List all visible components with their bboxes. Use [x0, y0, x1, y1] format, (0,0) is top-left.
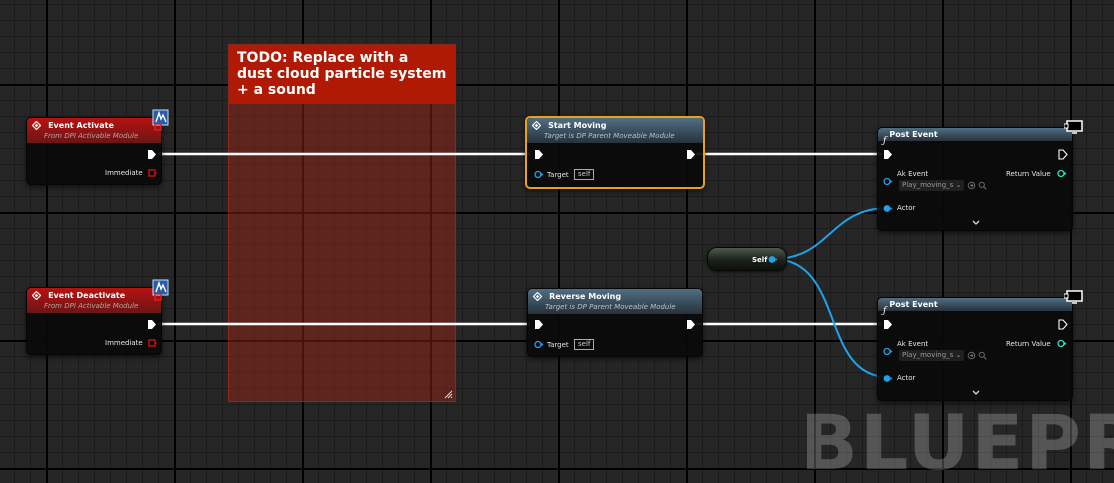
replicated-icon — [152, 279, 169, 301]
ak-event-label: Ak Event — [897, 170, 929, 178]
start-moving-node[interactable]: Start Moving Target is DP Parent Moveabl… — [525, 116, 705, 189]
actor-input-pin[interactable] — [883, 204, 893, 213]
exec-output-pin[interactable] — [1058, 319, 1068, 330]
exec-output-pin[interactable] — [686, 319, 696, 330]
node-subtitle: From DPI Activable Module — [44, 132, 139, 140]
target-input-pin[interactable] — [534, 340, 544, 349]
search-icon[interactable] — [978, 351, 987, 360]
delegate-output-pin[interactable] — [148, 339, 158, 348]
browse-icon[interactable] — [967, 181, 976, 190]
event-diamond-icon — [32, 291, 41, 300]
search-icon[interactable] — [978, 181, 987, 190]
node-header: ƒPost Event — [878, 298, 1072, 316]
return-value-label: Return Value — [1006, 170, 1051, 178]
ak-event-dropdown-value: Play_moving_s — [902, 351, 954, 359]
exec-output-pin[interactable] — [686, 149, 696, 160]
comment-box[interactable]: TODO: Replace with a dust cloud particle… — [228, 44, 456, 402]
exec-input-pin[interactable] — [534, 149, 544, 160]
node-header: ƒPost Event — [878, 128, 1072, 146]
object-wire-self-to-actor-2 — [772, 258, 889, 378]
immediate-label: Immediate — [105, 339, 143, 347]
return-value-output-pin[interactable] — [1057, 339, 1067, 348]
exec-output-pin[interactable] — [147, 149, 157, 160]
delegate-output-pin[interactable] — [148, 169, 158, 178]
exec-output-pin[interactable] — [147, 319, 157, 330]
node-header: Start Moving Target is DP Parent Moveabl… — [527, 118, 703, 143]
node-header: Event Deactivate From DPI Activable Modu… — [27, 288, 161, 313]
node-title: Start Moving — [548, 121, 607, 130]
function-icon: ƒ — [883, 136, 887, 146]
self-reference-node[interactable]: Self — [707, 247, 787, 271]
node-title: Event Deactivate — [48, 291, 126, 300]
replicated-icon — [152, 109, 169, 131]
target-label: Target — [547, 171, 569, 179]
chevron-down-icon[interactable] — [972, 390, 980, 396]
ak-event-input-pin[interactable] — [883, 177, 893, 186]
actor-input-pin[interactable] — [883, 374, 893, 383]
ak-event-dropdown[interactable]: Play_moving_s ⌄ — [899, 180, 965, 191]
target-input-pin[interactable] — [534, 170, 544, 179]
reverse-moving-node[interactable]: Reverse Moving Target is DP Parent Movea… — [527, 288, 703, 357]
event-diamond-icon — [532, 121, 541, 130]
ak-event-dropdown-value: Play_moving_s — [902, 181, 954, 189]
actor-label: Actor — [897, 374, 916, 382]
ak-event-label: Ak Event — [897, 340, 929, 348]
target-value-field[interactable]: self — [574, 339, 595, 350]
chevron-down-icon[interactable] — [972, 220, 980, 226]
resize-grip-icon[interactable] — [443, 389, 453, 399]
node-header: Event Activate From DPI Activable Module — [27, 118, 161, 143]
object-wire-self-to-actor-1 — [772, 207, 889, 260]
monitor-icon — [1064, 120, 1083, 134]
node-title: Reverse Moving — [549, 292, 622, 301]
actor-label: Actor — [897, 204, 916, 212]
ak-event-input-pin[interactable] — [883, 347, 893, 356]
event-diamond-icon — [533, 292, 542, 301]
immediate-label: Immediate — [105, 169, 143, 177]
comment-text[interactable]: TODO: Replace with a dust cloud particle… — [229, 45, 455, 104]
node-title: Event Activate — [48, 121, 114, 130]
post-event-node-1[interactable]: ƒPost Event Ak Event Return Value Play_m… — [877, 127, 1073, 231]
target-label: Target — [547, 341, 569, 349]
node-title: Post Event — [889, 300, 938, 309]
self-output-pin[interactable] — [768, 255, 778, 264]
target-value-field[interactable]: self — [574, 169, 595, 180]
post-event-node-2[interactable]: ƒPost Event Ak Event Return Value Play_m… — [877, 297, 1073, 401]
exec-input-pin[interactable] — [883, 319, 893, 330]
browse-icon[interactable] — [967, 351, 976, 360]
function-icon: ƒ — [883, 306, 887, 316]
monitor-icon — [1064, 290, 1083, 304]
node-header: Reverse Moving Target is DP Parent Movea… — [528, 289, 702, 314]
blueprint-watermark: BLUEPRIN — [800, 398, 1114, 483]
node-subtitle: Target is DP Parent Moveable Module — [544, 132, 675, 140]
return-value-label: Return Value — [1006, 340, 1051, 348]
return-value-output-pin[interactable] — [1057, 169, 1067, 178]
exec-input-pin[interactable] — [534, 319, 544, 330]
event-deactivate-node[interactable]: Event Deactivate From DPI Activable Modu… — [26, 287, 162, 355]
event-diamond-icon — [32, 121, 41, 130]
node-title: Post Event — [889, 130, 938, 139]
chevron-down-icon: ⌄ — [955, 351, 962, 359]
exec-input-pin[interactable] — [883, 149, 893, 160]
self-label: Self — [752, 256, 768, 264]
node-subtitle: Target is DP Parent Moveable Module — [545, 303, 676, 311]
ak-event-dropdown[interactable]: Play_moving_s ⌄ — [899, 350, 965, 361]
chevron-down-icon: ⌄ — [955, 181, 962, 189]
exec-output-pin[interactable] — [1058, 149, 1068, 160]
node-subtitle: From DPI Activable Module — [44, 302, 139, 310]
event-activate-node[interactable]: Event Activate From DPI Activable Module… — [26, 117, 162, 185]
